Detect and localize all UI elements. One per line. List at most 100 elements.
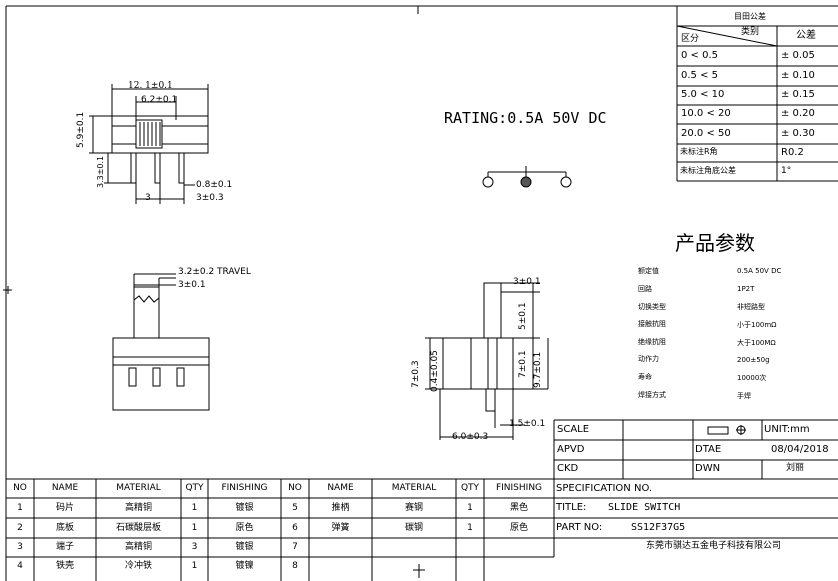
dim-side-top: 3±0.1 [513, 277, 541, 287]
part-value: SS12F37G5 [631, 522, 686, 533]
spec-label: SPECIFICATION NO. [556, 483, 653, 494]
drawer-name: 刘丽 [786, 463, 805, 473]
bom-cell-qty: 3 [191, 542, 198, 552]
bom-cell-name: 端子 [55, 542, 74, 552]
note-angle-label: 未标注角底公差 [680, 166, 736, 175]
bom-cell-qty: 1 [467, 502, 473, 513]
col-category: 类别 [741, 27, 760, 37]
bom-header-qty: QTY [460, 483, 480, 493]
circuit-symbol [482, 166, 572, 188]
bom-cell-material: 碳钢 [404, 522, 423, 533]
title-value: SLIDE SWITCH [608, 502, 681, 513]
bom-cell-material: 赛钢 [404, 502, 423, 513]
param-value: 大于100MΩ [737, 339, 776, 347]
bom-cell-qty [456, 557, 484, 576]
bom-header-finishing: FINISHING [221, 483, 268, 493]
bom-table-lines [6, 478, 554, 581]
param-key: 动作力 [638, 355, 659, 363]
param-key: 切换类型 [638, 303, 666, 311]
bom-cell-no: 1 [17, 502, 23, 513]
bom-cell-material: 高精铜 [124, 542, 152, 552]
dim-side-body: 7±0.1 [518, 350, 528, 378]
dim-side-foot: 1.5±0.1 [509, 419, 546, 429]
bom-cell-no: 2 [17, 522, 23, 533]
col-range: 区分 [681, 34, 700, 44]
dim-pin-pitch-a: 3 [145, 193, 151, 203]
bom-cell-finishing: 镀银 [235, 502, 254, 513]
front-view [112, 273, 210, 411]
dim-pin-height: 3.3±0.1 [96, 155, 105, 188]
bom-cell-material [372, 538, 456, 557]
param-key: 寿命 [638, 373, 652, 381]
date-value: 08/04/2018 [771, 444, 829, 455]
bom-header-no: NO [288, 483, 302, 493]
bom-cell-finishing: 镀镍 [235, 561, 254, 571]
bom-cell-name: 底板 [55, 522, 74, 533]
note-angle-value: 1° [781, 166, 792, 176]
apvd-label: APVD [557, 444, 585, 455]
bom-cell-no: 6 [292, 522, 298, 533]
bom-cell-finishing: 镀银 [235, 542, 254, 552]
range-cell: 20.0 < 50 [681, 128, 731, 139]
tolerance-cell: ± 0.20 [781, 108, 815, 119]
tolerance-cell: ± 0.05 [781, 50, 815, 61]
dim-side-lever: 5±0.1 [518, 302, 528, 330]
bom-cell-finishing: 原色 [509, 522, 528, 533]
param-key: 绝缘抗阻 [638, 338, 666, 346]
param-key: 接触抗阻 [638, 320, 666, 328]
tolerance-table-lines [676, 6, 838, 182]
tolerance-cell: ± 0.15 [781, 89, 815, 100]
dim-top-inner: 6.2±0.1 [141, 95, 178, 105]
title-block-lines [553, 419, 838, 557]
param-value: 非短路型 [737, 303, 765, 311]
param-value: 0.5A 50V DC [737, 267, 782, 275]
bom-cell-qty: 1 [191, 561, 198, 571]
bom-cell-name: 码片 [55, 502, 74, 513]
bom-cell-name [309, 557, 372, 576]
bom-cell-qty: 1 [191, 502, 198, 513]
param-key: 回路 [638, 285, 652, 293]
company-name: 东莞市骐达五金电子科技有限公司 [646, 541, 782, 551]
bom-cell-material [372, 557, 456, 576]
bom-cell-material: 高精铜 [124, 502, 152, 513]
note-r-label: 未标注R角 [680, 147, 718, 156]
bom-cell-qty: 1 [467, 522, 473, 533]
bom-cell-no: 3 [17, 542, 23, 552]
range-cell: 0 < 0.5 [681, 50, 719, 61]
bom-cell-finishing: 原色 [235, 522, 254, 533]
bom-cell-finishing [484, 557, 554, 576]
tolerance-cell: ± 0.10 [781, 70, 815, 81]
bom-cell-name [309, 538, 372, 557]
dim-pin-width: 0.8±0.1 [196, 180, 233, 190]
param-key: 额定值 [638, 267, 659, 275]
side-view [425, 282, 549, 440]
dim-pin-pitch-b: 3±0.3 [196, 193, 224, 203]
bom-cell-finishing: 黑色 [509, 502, 528, 513]
bom-header-name: NAME [51, 483, 79, 493]
bom-cell-material: 石碳酸层板 [115, 522, 161, 533]
bom-header-material: MATERIAL [391, 483, 437, 493]
dim-side-thick: 0.4±0.05 [430, 350, 440, 392]
dim-top-width: 12. 1±0.1 [128, 81, 173, 91]
col-tolerance: 公差 [796, 30, 816, 41]
ckd-label: CKD [557, 463, 579, 474]
bom-header-name: NAME [327, 483, 354, 493]
dim-lever-width: 3±0.1 [178, 280, 206, 290]
range-cell: 10.0 < 20 [681, 108, 731, 119]
bom-cell-no: 7 [292, 542, 298, 552]
bom-cell-no: 4 [17, 561, 23, 571]
dim-top-height: 5.9±0.1 [76, 111, 86, 148]
dwn-label: DWN [695, 463, 721, 474]
part-label: PART NO: [556, 522, 603, 533]
tolerance-cell: ± 0.30 [781, 128, 815, 139]
bom-cell-qty [456, 538, 484, 557]
range-cell: 0.5 < 5 [681, 70, 719, 81]
dim-side-total: 9.7±0.1 [533, 351, 543, 388]
param-key: 焊接方式 [638, 391, 666, 399]
bom-cell-material: 冷冲铁 [124, 561, 152, 571]
bom-cell-name: 铁壳 [55, 561, 74, 571]
bom-header-no: NO [13, 483, 27, 493]
dim-travel: 3.2±0.2 TRAVEL [178, 267, 251, 277]
bom-header-finishing: FINISHING [495, 483, 543, 493]
